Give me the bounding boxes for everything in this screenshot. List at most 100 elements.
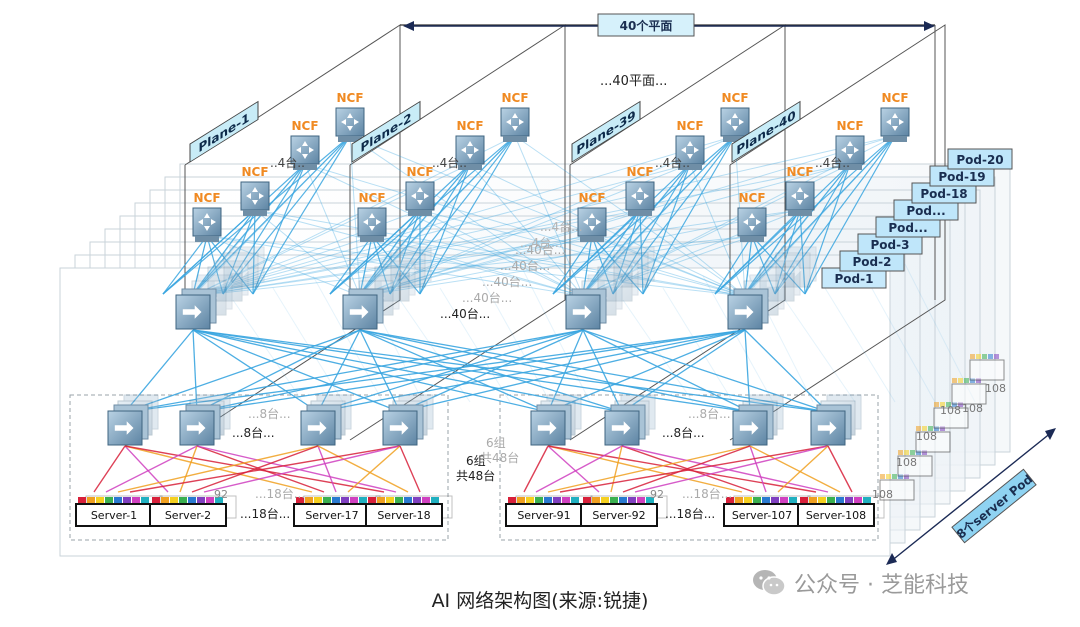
- top-plane-tag-box: [597, 13, 695, 37]
- server-port: [395, 497, 403, 504]
- faded-link: [784, 299, 856, 403]
- faded-link: [312, 275, 384, 403]
- deep-server-port: [910, 450, 915, 455]
- spine-leaf-link: [192, 329, 623, 413]
- server-port: [601, 497, 609, 504]
- leaf-server-link: [622, 445, 751, 493]
- switch-arrow: [611, 421, 631, 435]
- server-port: [553, 497, 561, 504]
- ncf-spine-link: [744, 209, 801, 295]
- ncf-label: NCF: [578, 191, 605, 205]
- plane-frame: [349, 24, 566, 441]
- ncf-switch: [675, 135, 705, 170]
- planes-between-label: ...40平面...: [600, 74, 667, 89]
- ncf-arrows: [726, 113, 744, 131]
- ncf-base: [360, 236, 384, 242]
- ncf-base: [408, 210, 432, 216]
- pod-arrow-tail: [886, 553, 897, 565]
- server-label: Server-17: [305, 509, 358, 522]
- leaf-count-left: ...8台...: [232, 425, 275, 440]
- pod-tag-box: [947, 148, 1013, 170]
- server-port: [332, 497, 340, 504]
- server-port: [314, 497, 322, 504]
- faded-link: [864, 275, 936, 403]
- spine-leaf-link: [359, 329, 829, 413]
- pod-tag-text: Pod-1: [835, 272, 874, 286]
- ncf-count-label: ..4台..: [815, 155, 850, 170]
- pod-tag-text: Pod-3: [871, 238, 910, 252]
- ncf-base: [838, 164, 862, 170]
- ncf-switch: [737, 207, 767, 242]
- leaf-server-link: [317, 445, 409, 493]
- plane-label-box: [351, 100, 421, 163]
- server-port: [404, 497, 412, 504]
- ncf-spine-link: [192, 135, 896, 297]
- leaf-server-link: [399, 445, 421, 493]
- server-port: [377, 497, 385, 504]
- server-port: [215, 497, 223, 504]
- spine-count-faded: ...40台...: [500, 258, 550, 273]
- server-label: Server-108: [806, 509, 866, 522]
- spine-leaf-link: [192, 329, 751, 413]
- group-total-label: 共48台: [456, 468, 495, 483]
- switch-arrow: [349, 305, 369, 319]
- ncf-spine-link: [192, 163, 691, 297]
- faded-server-num: 92: [650, 488, 664, 501]
- ncf-spine-link: [304, 163, 746, 297]
- server-left: Server-18: [365, 497, 443, 527]
- ncf-spine-link: [469, 163, 584, 297]
- ncf-label: NCF: [193, 191, 220, 205]
- pod-tag: Pod-20: [947, 148, 1013, 170]
- ncf-spine-link: [359, 235, 753, 297]
- ncf-box: [785, 181, 815, 211]
- server-port: [845, 497, 853, 504]
- spine-leaf-link: [317, 329, 584, 413]
- ncf-arrows: [341, 113, 359, 131]
- pod-arrow-line: [889, 431, 1053, 563]
- ncf-base: [338, 136, 362, 142]
- server-port: [854, 497, 862, 504]
- ncf-label: NCF: [676, 119, 703, 133]
- server-port: [323, 497, 331, 504]
- ncf-arrows: [296, 141, 314, 159]
- leaf-server-link: [547, 445, 817, 493]
- pod-tag: Pod-1: [821, 267, 887, 289]
- ncf-spine-link: [252, 135, 351, 295]
- deep-server-port: [976, 354, 981, 359]
- ncf-switch: [880, 107, 910, 142]
- server-port: [619, 497, 627, 504]
- switch-arrow: [572, 305, 592, 319]
- leaf-server-link: [749, 445, 841, 493]
- spine-switch: [342, 288, 384, 330]
- ncf-arrows: [791, 187, 809, 205]
- leaf-server-link: [196, 445, 397, 493]
- ncf-switch: [720, 107, 750, 142]
- server-port: [780, 497, 788, 504]
- leaf-count-right: ...8台...: [662, 425, 705, 440]
- leaf-server-link: [117, 445, 319, 493]
- ncf-base: [243, 210, 267, 216]
- watermark-text: 公众号 · 芝能科技: [794, 573, 969, 598]
- spine-count-label: ...40台...: [440, 306, 490, 321]
- server-port: [535, 497, 543, 504]
- switch-arrow: [389, 421, 409, 435]
- leaf-server-link: [610, 445, 623, 493]
- spine-switch: [727, 288, 769, 330]
- pod-side-tag-text: 8个server Pod: [953, 471, 1035, 541]
- ncf-label: NCF: [738, 191, 765, 205]
- server-port: [386, 497, 394, 504]
- server-port: [517, 497, 525, 504]
- deep-server-box: [897, 455, 933, 477]
- leaf-server-link: [621, 445, 829, 493]
- server-port: [179, 497, 187, 504]
- server-port: [413, 497, 421, 504]
- leaf-server-link: [179, 445, 198, 493]
- spine-switch: [565, 288, 607, 330]
- switch-arrow: [114, 421, 134, 435]
- ncf-box: [500, 107, 530, 137]
- server-port: [188, 497, 196, 504]
- server-box: [365, 503, 443, 527]
- leaf-server-link: [827, 445, 853, 493]
- deep-server-port: [928, 426, 933, 431]
